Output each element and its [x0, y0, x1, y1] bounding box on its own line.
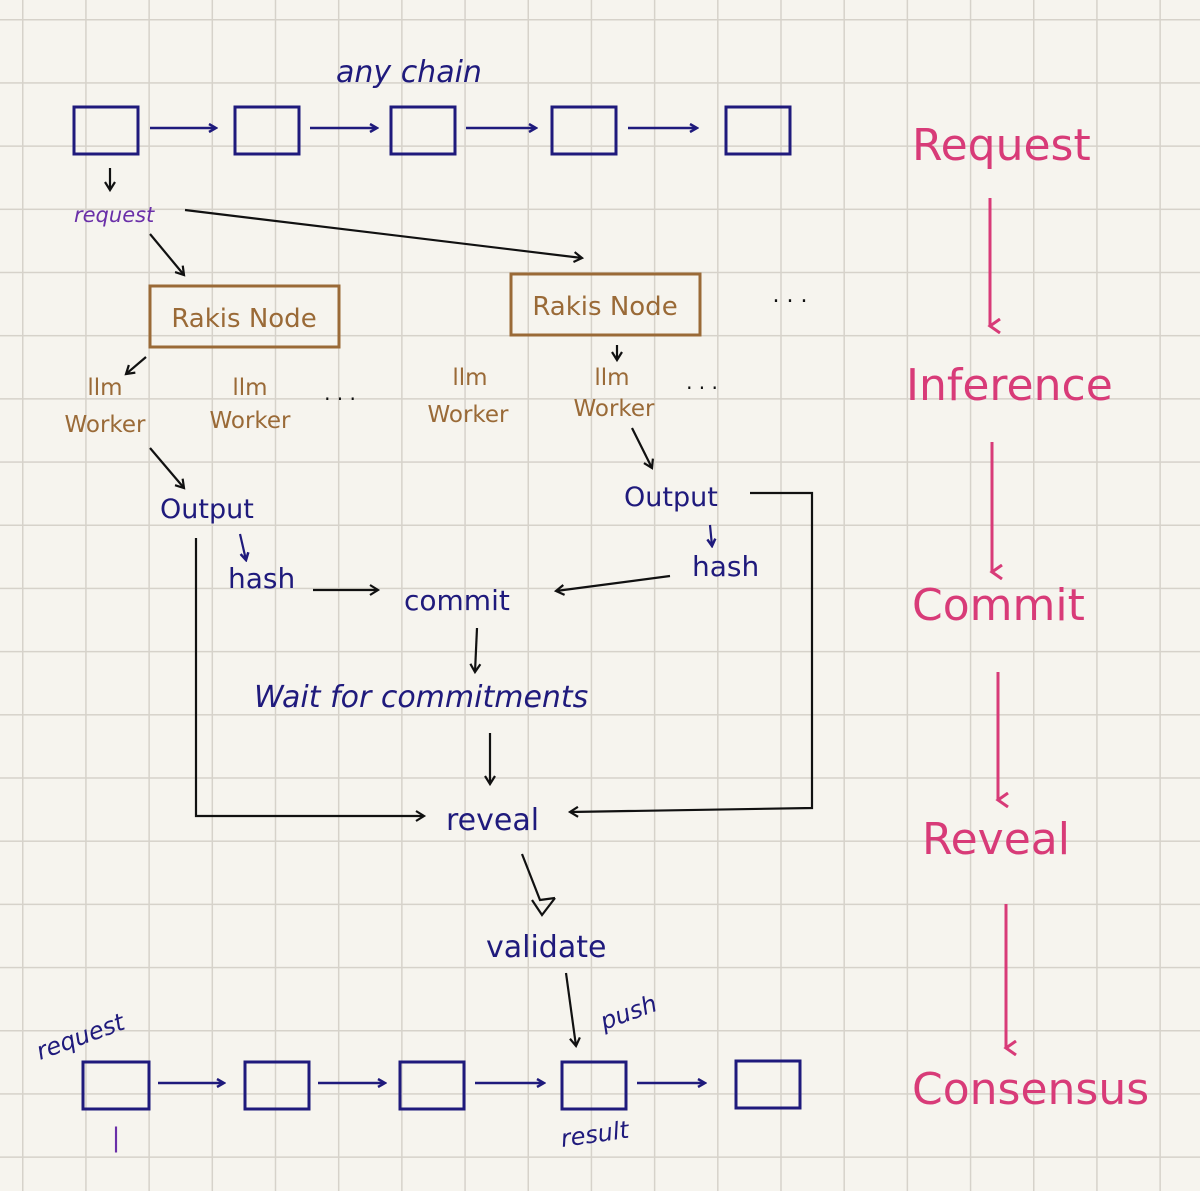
- chain-block: [550, 105, 618, 156]
- request-to-node-arrow: [184, 208, 585, 263]
- request-to-node-arrow: [149, 233, 186, 277]
- push-label: push: [596, 989, 661, 1036]
- node-box: [509, 272, 702, 337]
- top-chain-title: any chain: [336, 55, 482, 90]
- worker-label-top: llm: [452, 365, 487, 391]
- commit-label: commit: [404, 584, 510, 617]
- worker-label-top: llm: [87, 375, 122, 401]
- result-label: result: [559, 1115, 632, 1152]
- stage-reveal: Reveal: [922, 814, 1070, 865]
- commit-to-wait-arrow: [469, 627, 482, 675]
- more-nodes-ellipsis: . . .: [773, 283, 808, 308]
- stage-consensus: Consensus: [912, 1064, 1149, 1115]
- output-right-label: Output: [624, 482, 718, 513]
- wait-label: Wait for commitments: [254, 680, 588, 715]
- output-to-reveal-line: [567, 491, 814, 818]
- worker-label-bottom: Worker: [427, 402, 509, 428]
- worker-2b: llm Worker: [573, 365, 655, 422]
- more-workers-ellipsis: . . .: [324, 381, 356, 405]
- request-marker: |: [112, 1123, 121, 1153]
- chain-block: [243, 1060, 311, 1111]
- chain-block: [734, 1059, 802, 1110]
- hash-right-label: hash: [692, 550, 759, 583]
- stage-inference: Inference: [906, 360, 1113, 411]
- worker-label-top: llm: [594, 365, 629, 391]
- hash-to-commit-arrow: [553, 574, 671, 596]
- validate-to-block-arrow: [564, 972, 581, 1049]
- more-workers-ellipsis: . . .: [686, 370, 718, 394]
- node-to-worker-arrow: [124, 356, 147, 376]
- worker-label-bottom: Worker: [64, 412, 146, 438]
- chain-block: [81, 1060, 151, 1111]
- worker-to-output-arrow: [149, 447, 186, 490]
- chain-block: [233, 105, 301, 156]
- rakis-node-2: Rakis Node: [509, 272, 702, 337]
- chain-block: [398, 1060, 466, 1111]
- worker-1b: llm Worker: [209, 375, 291, 434]
- stage-column: Request Inference Commit Reveal Consensu…: [906, 120, 1149, 1115]
- worker-to-output-arrow: [631, 427, 654, 470]
- hash-left-label: hash: [228, 562, 295, 595]
- output-left-label: Output: [160, 494, 254, 525]
- chain-block-result: [560, 1060, 628, 1111]
- worker-1a: llm Worker: [64, 375, 146, 438]
- chain-block: [72, 105, 140, 156]
- node-label: Rakis Node: [532, 292, 677, 322]
- bottom-chain: request | result: [32, 1007, 802, 1153]
- node-box: [148, 284, 341, 349]
- output-to-hash-arrow: [238, 533, 246, 560]
- reveal-label: reveal: [446, 803, 539, 838]
- chain-block: [724, 105, 792, 156]
- worker-label-bottom: Worker: [573, 396, 655, 422]
- top-chain: any chain: [72, 55, 792, 156]
- arrow-head: [531, 897, 556, 917]
- validate-label: validate: [486, 930, 606, 965]
- worker-label-top: llm: [232, 375, 267, 401]
- top-request-label: request: [74, 203, 155, 227]
- stage-request: Request: [912, 120, 1091, 171]
- output-to-reveal-line: [194, 538, 427, 822]
- node-label: Rakis Node: [171, 304, 316, 334]
- stage-commit: Commit: [912, 580, 1085, 631]
- bottom-request-label: request: [32, 1007, 129, 1065]
- chain-block: [389, 105, 457, 156]
- worker-2a: llm Worker: [427, 365, 509, 428]
- worker-label-bottom: Worker: [209, 408, 291, 434]
- reveal-to-validate-arrow: [520, 853, 556, 902]
- output-to-hash-arrow: [710, 524, 712, 546]
- rakis-node-1: Rakis Node: [148, 284, 341, 349]
